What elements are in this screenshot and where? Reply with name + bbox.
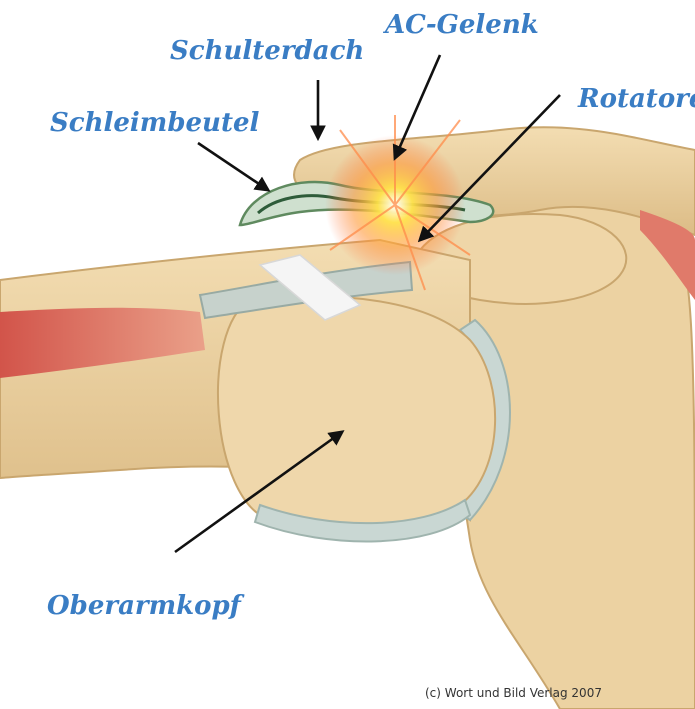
- label-rotatore: Rotatore: [578, 86, 695, 112]
- copyright-credit: (c) Wort und Bild Verlag 2007: [425, 686, 602, 700]
- label-oberarmkopf: Oberarmkopf: [47, 593, 241, 619]
- label-schulterdach: Schulterdach: [170, 38, 364, 64]
- humeral-head: [218, 296, 495, 532]
- arrow-schleimbeutel: [198, 143, 268, 190]
- label-schleimbeutel: Schleimbeutel: [50, 110, 259, 136]
- label-ac-gelenk: AC-Gelenk: [385, 12, 539, 38]
